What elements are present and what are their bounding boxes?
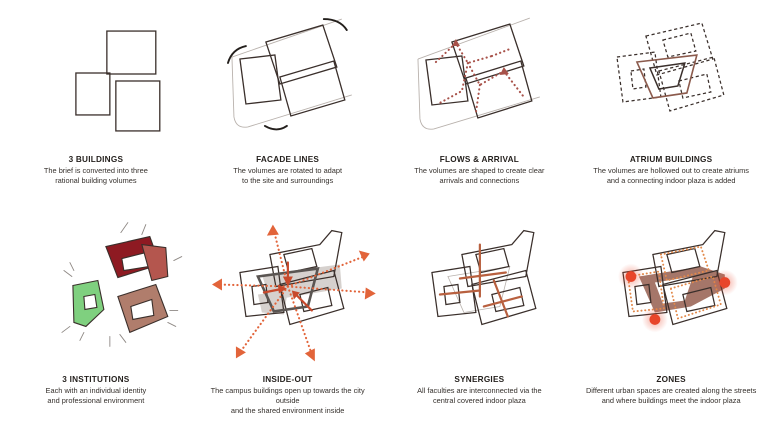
- caption-title: ATRIUM BUILDINGS: [629, 155, 713, 164]
- void-right: [490, 286, 525, 313]
- caption-inside-out: INSIDE-OUT The campus buildings open up …: [192, 372, 384, 430]
- atrium-void-top: [662, 32, 697, 58]
- caption-atrium-buildings: ATRIUM BUILDINGS The volumes are hollowe…: [575, 152, 767, 200]
- campus-volumes: [622, 229, 728, 326]
- caption-body: All faculties are interconnected via the…: [417, 386, 542, 405]
- caption-body: Different urban spaces are created along…: [585, 386, 757, 405]
- figure-inside-out: [192, 205, 384, 372]
- node-left: [625, 271, 637, 282]
- atrium-void-right: [678, 73, 712, 99]
- volume-top: [460, 229, 535, 288]
- caption-title: FLOWS & ARRIVAL: [439, 155, 519, 164]
- caption-zones: ZONES Different urban spaces are created…: [575, 372, 767, 430]
- caption-flows-arrival: FLOWS & ARRIVAL The volumes are shaped t…: [384, 152, 576, 200]
- panel-zones: ZONES Different urban spaces are created…: [575, 205, 767, 430]
- void-left: [442, 283, 461, 306]
- volume-lower-right-rotated: [278, 60, 346, 117]
- campus-volumes: [430, 229, 537, 326]
- caption-title: INSIDE-OUT: [262, 375, 313, 384]
- panel-flows-arrival: FLOWS & ARRIVAL The volumes are shaped t…: [384, 0, 576, 200]
- caption-synergies: SYNERGIES All faculties are interconnect…: [384, 372, 576, 430]
- inside-out-arrowheads-outward: [211, 224, 376, 362]
- panel-atrium-buildings: ATRIUM BUILDINGS The volumes are hollowe…: [575, 0, 767, 200]
- panel-3-buildings: 3 BUILDINGS The brief is converted into …: [0, 0, 192, 200]
- caption-body: The volumes are rotated to adapt to the …: [233, 166, 343, 185]
- figure-3-institutions: [0, 205, 192, 372]
- institution-green: [72, 279, 105, 328]
- volume-right: [662, 269, 728, 326]
- institution-volumes: [72, 235, 169, 334]
- site-guide-lines: [417, 17, 540, 130]
- void-top: [666, 247, 701, 274]
- zone-outlines: [627, 245, 723, 320]
- panel-synergies: SYNERGIES All faculties are interconnect…: [384, 205, 576, 430]
- rotated-volumes: [238, 24, 346, 117]
- flow-arrowheads: [451, 39, 509, 76]
- caption-3-institutions: 3 INSTITUTIONS Each with an individual i…: [0, 372, 192, 430]
- caption-body: The volumes are hollowed out to create a…: [593, 166, 749, 185]
- volume-top: [450, 23, 525, 85]
- caption-body: The volumes are shaped to create clear a…: [414, 166, 545, 185]
- figure-flows-arrival: [384, 0, 576, 152]
- void-right: [298, 286, 333, 313]
- volume-lower-left-rotated: [238, 54, 282, 105]
- caption-title: 3 BUILDINGS: [68, 155, 124, 164]
- node-right: [719, 277, 731, 288]
- panel-3-institutions: 3 INSTITUTIONS Each with an individual i…: [0, 205, 192, 430]
- caption-body: The campus buildings open up towards the…: [210, 386, 365, 415]
- caption-title: ZONES: [656, 375, 686, 384]
- diagram-row-top: 3 BUILDINGS The brief is converted into …: [0, 0, 767, 200]
- flow-paths: [434, 41, 525, 115]
- void-left: [634, 283, 652, 306]
- figure-3-buildings: [0, 0, 192, 152]
- volume-right: [464, 60, 533, 119]
- volume-left: [622, 265, 668, 318]
- atrium-volume-top: [645, 22, 714, 76]
- volume-upper-right: [106, 30, 157, 75]
- caption-title: FACADE LINES: [256, 155, 320, 164]
- figure-zones: [575, 205, 767, 372]
- institution-brown: [117, 283, 169, 334]
- panel-facade-lines: FACADE LINES The volumes are rotated to …: [192, 0, 384, 200]
- institution-salmon: [141, 243, 169, 282]
- volume-left: [430, 265, 477, 318]
- panel-inside-out: INSIDE-OUT The campus buildings open up …: [192, 205, 384, 430]
- caption-body: The brief is converted into three ration…: [43, 166, 148, 185]
- caption-facade-lines: FACADE LINES The volumes are rotated to …: [192, 152, 384, 200]
- void-right: [682, 286, 716, 313]
- volume-upper-right-rotated: [264, 24, 338, 85]
- volume-left: [424, 55, 469, 106]
- figure-synergies: [384, 205, 576, 372]
- caption-title: 3 INSTITUTIONS: [62, 375, 130, 384]
- caption-title: SYNERGIES: [454, 375, 505, 384]
- rotation-arrows: [226, 18, 348, 131]
- rotation-arrow-top: [322, 18, 348, 32]
- figure-facade-lines: [192, 0, 384, 152]
- volume-right: [470, 269, 537, 326]
- zone-nodes: [618, 263, 739, 333]
- sparkle-marks: [61, 222, 183, 347]
- indoor-plaza: [635, 54, 699, 99]
- diagram-row-bottom: 3 INSTITUTIONS Each with an individual i…: [0, 205, 767, 430]
- volume-lower-left: [75, 72, 111, 116]
- caption-3-buildings: 3 BUILDINGS The brief is converted into …: [0, 152, 192, 200]
- inside-out-arrowheads-inward: [277, 276, 300, 300]
- rotation-arrow-left: [226, 45, 247, 64]
- shaped-volumes: [424, 23, 533, 119]
- hollowed-volumes: [616, 22, 725, 112]
- volume-top: [652, 229, 726, 288]
- volume-left: [238, 265, 285, 318]
- volume-lower-right: [115, 80, 161, 132]
- rotation-arrow-bottom: [263, 124, 288, 131]
- synergy-connectors: [438, 243, 523, 318]
- figure-atrium-buildings: [575, 0, 767, 152]
- node-bottom: [649, 314, 661, 325]
- caption-body: Each with an individual identity and pro…: [45, 386, 147, 405]
- building-volumes: [75, 30, 161, 132]
- plaza-guide: [446, 266, 510, 313]
